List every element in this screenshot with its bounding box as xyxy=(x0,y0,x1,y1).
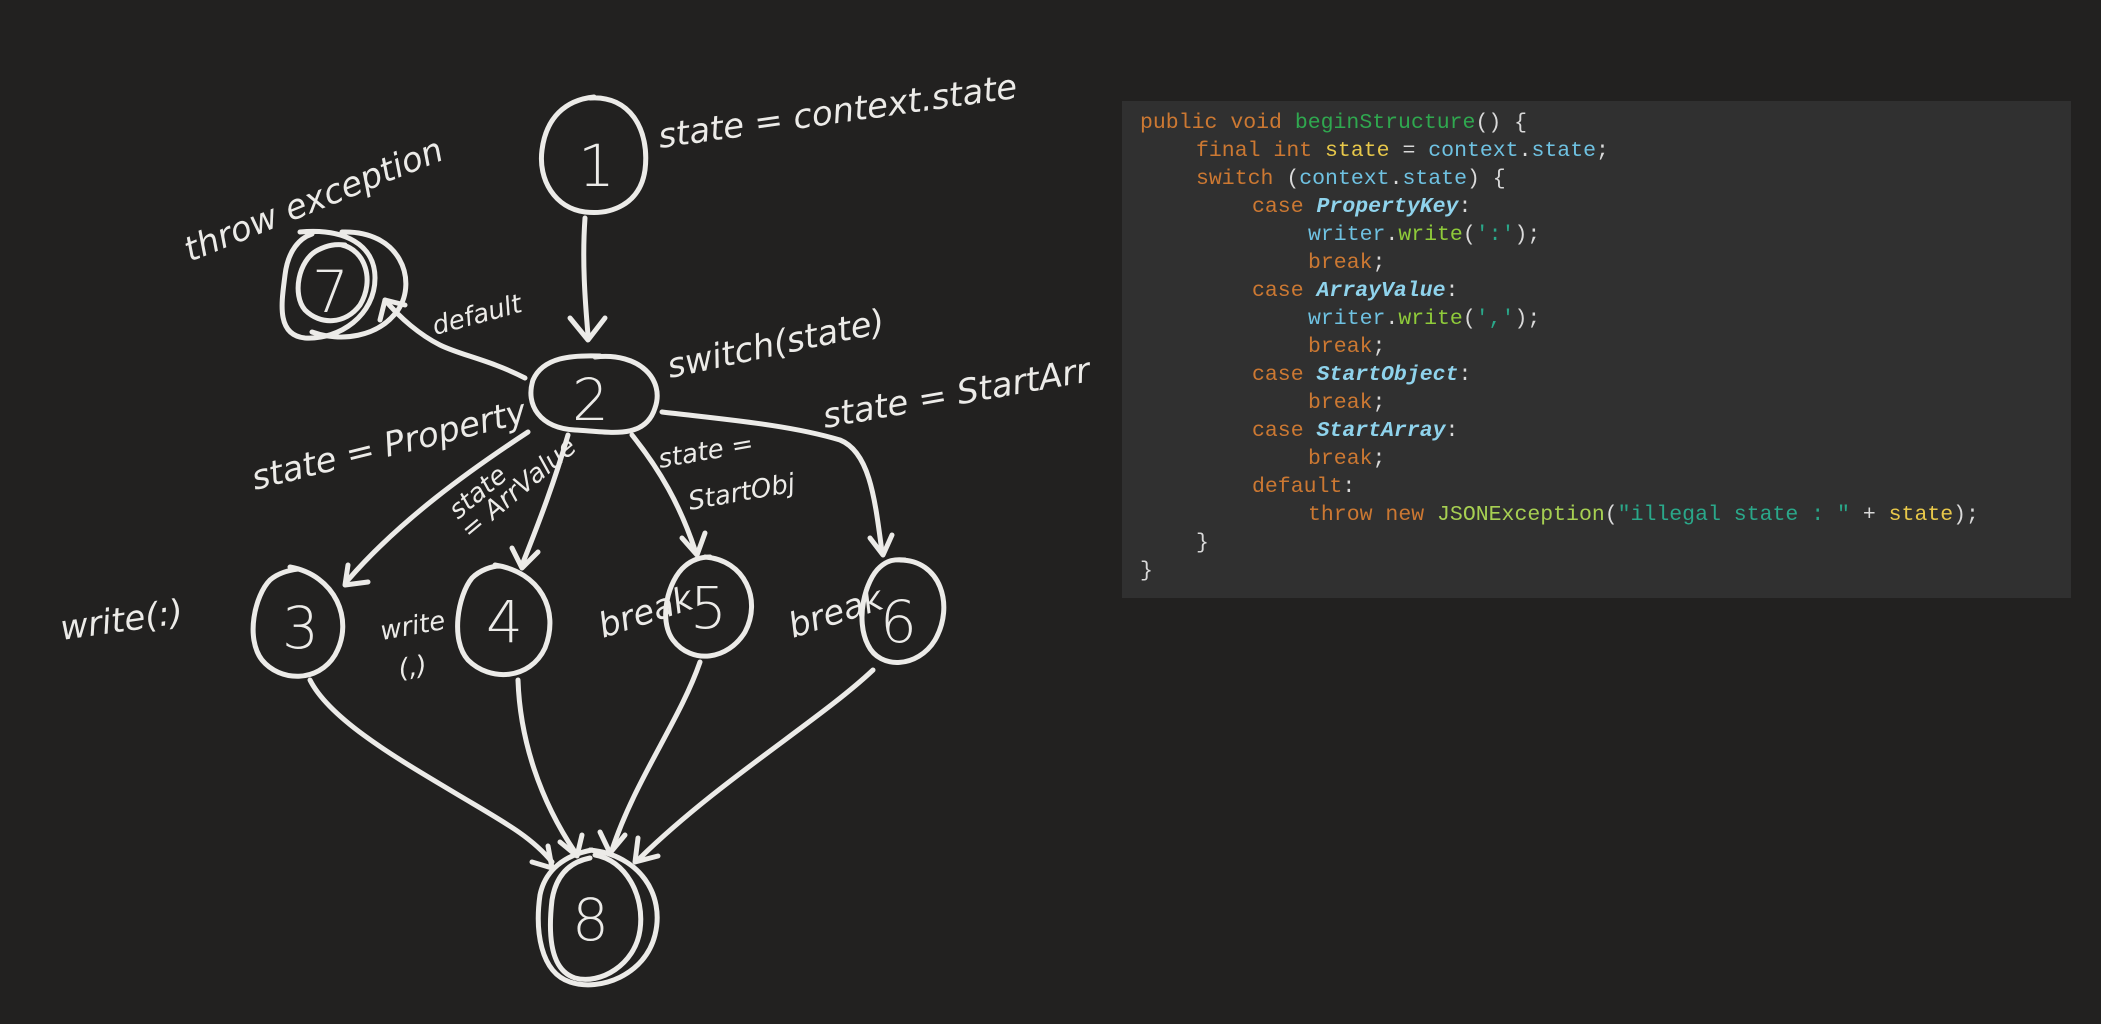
node-5-label: 5 xyxy=(690,574,727,642)
label-write-colon: write(:) xyxy=(58,592,186,649)
code-line-3: switch (context.state) { xyxy=(1196,167,1506,191)
label-write-comma-1: write xyxy=(378,606,448,647)
node-5: 5 xyxy=(663,554,755,659)
label-state-startobj-1: state = xyxy=(656,429,756,475)
label-state-startobj-2: StartObj xyxy=(686,469,798,517)
edge-4-8 xyxy=(515,677,585,859)
edge-1-2 xyxy=(567,215,608,343)
label-throw-exception: throw exception xyxy=(178,130,449,270)
edge-6-8 xyxy=(632,667,876,865)
code-line-12: case StartArray: xyxy=(1252,419,1459,443)
edge-2-6 xyxy=(659,409,895,558)
edge-3-8 xyxy=(307,677,555,871)
edge-2-4 xyxy=(509,432,571,571)
control-flow-graph: 1 2 3 4 5 6 7 8 xyxy=(58,67,1095,988)
node-1-label: 1 xyxy=(578,132,615,200)
node-7: 7 xyxy=(279,228,409,341)
code-line-11: break; xyxy=(1308,391,1386,415)
node-3: 3 xyxy=(250,564,346,679)
code-line-16: } xyxy=(1196,531,1209,555)
code-line-15: throw new JSONException("illegal state :… xyxy=(1308,503,1979,527)
code-line-5: writer.write(':'); xyxy=(1308,223,1541,247)
code-line-9: break; xyxy=(1308,335,1386,359)
code-line-4: case PropertyKey: xyxy=(1252,195,1472,219)
label-state-context: state = context.state xyxy=(656,67,1020,157)
node-6-label: 6 xyxy=(880,588,917,656)
node-7-label: 7 xyxy=(312,258,349,326)
node-8-label: 8 xyxy=(572,886,609,954)
code-line-7: case ArrayValue: xyxy=(1252,279,1459,303)
node-2: 2 xyxy=(528,353,660,435)
code-line-8: writer.write(','); xyxy=(1308,307,1541,331)
code-line-2: final int state = context.state; xyxy=(1196,139,1609,163)
code-panel: public void beginStructure() { final int… xyxy=(1122,101,2071,598)
label-write-comma-2: (,) xyxy=(396,650,429,685)
node-4: 4 xyxy=(455,562,553,678)
edge-5-8 xyxy=(597,659,703,856)
code-line-17: } xyxy=(1140,559,1153,583)
label-switch-state: switch(state) xyxy=(664,302,889,387)
label-default: default xyxy=(429,289,526,342)
node-1: 1 xyxy=(538,94,649,215)
label-break-5: break xyxy=(593,578,699,646)
node-4-label: 4 xyxy=(486,588,523,656)
label-break-6: break xyxy=(783,578,889,646)
label-state-startarr: state = StartArr xyxy=(820,350,1095,437)
code-line-1: public void beginStructure() { xyxy=(1140,111,1528,135)
edge-2-3 xyxy=(342,429,531,588)
node-8: 8 xyxy=(535,847,660,988)
code-line-13: break; xyxy=(1308,447,1386,471)
edge-2-7 xyxy=(377,297,528,381)
code-line-10: case StartObject: xyxy=(1252,363,1472,387)
node-6: 6 xyxy=(859,557,947,665)
node-3-label: 3 xyxy=(282,594,319,662)
edge-2-5 xyxy=(629,432,708,558)
code-line-14: default: xyxy=(1252,475,1356,499)
code-line-6: break; xyxy=(1308,251,1386,275)
node-2-label: 2 xyxy=(572,366,609,434)
